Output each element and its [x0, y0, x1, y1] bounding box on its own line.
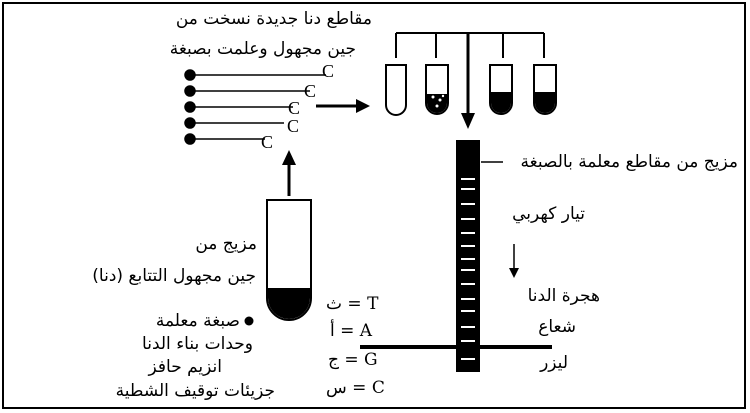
base-code-arabic: س — [326, 378, 347, 398]
base-code-letter: C — [371, 378, 385, 398]
mixture-label-line1: مزيج من — [195, 234, 257, 254]
electric-current-label: تيار كهربي — [512, 204, 585, 224]
labeled-mixture-label: مزيج من مقاطع معلمة بالصبغة — [520, 152, 738, 172]
fragment-dot — [184, 117, 196, 129]
base-code-letter: A — [359, 321, 373, 341]
base-code-arabic: ث — [326, 294, 343, 314]
ingredient-enzyme: انزيم حافز — [148, 357, 222, 377]
gel-bands — [461, 178, 475, 360]
fragment-dot — [184, 133, 196, 145]
fragment-end-c: C — [288, 98, 301, 118]
fragments-label-line2: جين مجهول وعلمت بصبغة — [169, 39, 356, 59]
migration-arrow — [509, 244, 519, 278]
base-code-eq: = — [340, 321, 355, 341]
fragment-dot — [184, 101, 196, 113]
ingredient-bullet — [244, 316, 254, 326]
base-code-letter: T — [367, 294, 379, 314]
laser-label-line1: شعاع — [538, 317, 576, 337]
test-tube-2 — [425, 64, 449, 115]
base-code-row: أ = A — [330, 323, 372, 340]
test-tube-3 — [489, 64, 513, 115]
base-code-row: ج = G — [328, 352, 378, 369]
ingredient-dye: صبغة معلمة — [155, 311, 240, 331]
ingredient-building-units: وحدات بناء الدنا — [142, 334, 253, 354]
fragment-end-c: C — [261, 132, 274, 152]
dna-migration-label: هجرة الدنا — [527, 286, 600, 306]
arrow-to-tubes — [316, 99, 370, 113]
base-code-arabic: أ — [330, 321, 335, 341]
fragment-dot — [184, 69, 196, 81]
ingredient-stop-molecules: جزيئات توقيف الشطية — [115, 381, 275, 401]
gel-column — [456, 140, 480, 372]
laser-label-line2: ليزر — [540, 353, 568, 373]
fragment-dot — [184, 85, 196, 97]
mixture-label-line2: جين مجهول التتابع (دنا) — [92, 266, 256, 286]
base-code-eq: = — [344, 350, 359, 370]
base-code-letter: G — [364, 350, 378, 370]
tubes-bracket — [395, 32, 545, 58]
arrow-down-to-gel — [461, 33, 475, 129]
fragment-end-c: C — [287, 116, 300, 136]
fragment-end-c: C — [304, 81, 317, 101]
base-code-row: ث = T — [326, 296, 378, 313]
base-code-arabic: ج — [328, 350, 339, 370]
arrow-up-to-fragments — [282, 150, 296, 196]
base-code-eq: = — [352, 378, 367, 398]
base-code-row: س = C — [326, 380, 385, 397]
fragment-end-c: C — [322, 61, 335, 81]
mixture-tube — [266, 199, 312, 321]
diagram-frame — [2, 2, 746, 409]
base-code-eq: = — [347, 294, 362, 314]
fragments-label-line1: مقاطع دنا جديدة نسخت من — [175, 9, 372, 29]
test-tube-1 — [385, 64, 407, 116]
dna-fragments — [184, 69, 326, 145]
test-tube-4 — [533, 64, 557, 115]
